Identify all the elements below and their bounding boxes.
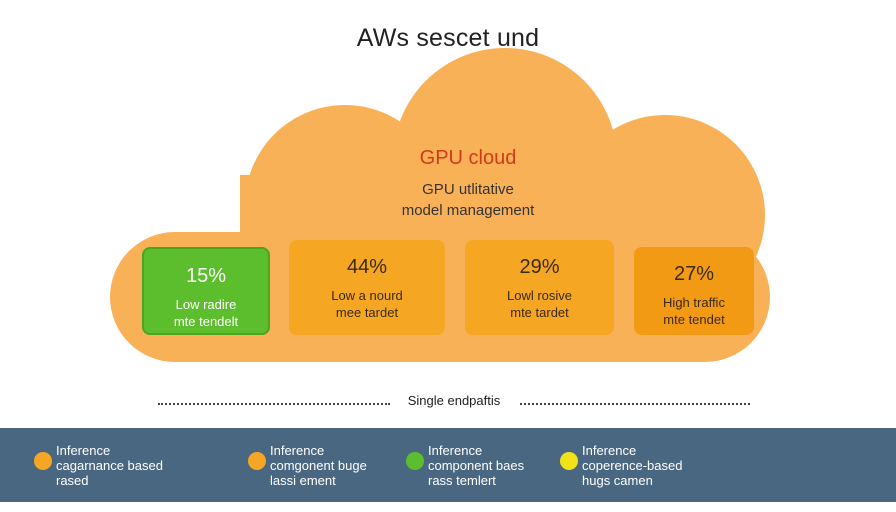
divider-dots-left (158, 403, 390, 405)
legend-line1: Inference (428, 443, 483, 458)
legend-band (0, 428, 896, 502)
card-line2: mte tardet (510, 305, 569, 320)
card-line2: mee tardet (335, 305, 399, 320)
card-15[interactable]: 15% Low radire mte tendelt (142, 247, 270, 335)
card-line2: mte tendelt (173, 314, 239, 329)
endpoint-divider: Single endpaftis (158, 393, 750, 413)
legend-line3: rased (56, 473, 89, 488)
cloud-subtitle-line1: GPU utlitative (422, 181, 514, 198)
card-44[interactable]: 44% Low a nourd mee tardet (289, 240, 445, 335)
page-title: AWs sescet und (356, 24, 540, 52)
divider-label: Single endpaftis (399, 393, 509, 408)
card-27[interactable]: 27% High traffic mte tendet (634, 247, 754, 335)
card-29[interactable]: 29% Lowl rosive mte tardet (465, 240, 614, 335)
card-percent: 27% (673, 263, 715, 285)
legend-line2: coperence-based (582, 458, 683, 473)
card-percent: 29% (519, 256, 560, 278)
green-dot-icon (406, 452, 424, 470)
legend-line3: rass temlert (428, 473, 496, 488)
legend-line2: cagarnance based (56, 458, 163, 473)
cloud-title: GPU cloud (419, 147, 517, 169)
divider-dots-right (520, 403, 750, 405)
card-percent: 15% (185, 265, 227, 287)
card-line1: High traffic (663, 295, 725, 310)
legend-line3: lassi ement (270, 473, 336, 488)
card-line1: Low radire (175, 297, 237, 312)
card-line1: Lowl rosive (506, 288, 573, 303)
card-line2: mte tendet (663, 312, 725, 327)
legend-line2: comgonent buge (270, 458, 367, 473)
card-line1: Low a nourd (331, 288, 403, 303)
yellow-dot-icon (560, 452, 578, 470)
legend-line1: Inference (56, 443, 111, 458)
legend-line1: Inference (270, 443, 325, 458)
legend-line3: hugs camen (582, 473, 653, 488)
card-percent: 44% (346, 256, 388, 278)
legend-line2: component baes (428, 458, 525, 473)
legend-line1: Inference (582, 443, 637, 458)
orange-dot-icon (34, 452, 52, 470)
orange-dot-icon (248, 452, 266, 470)
cloud-subtitle-line2: model management (401, 202, 535, 219)
